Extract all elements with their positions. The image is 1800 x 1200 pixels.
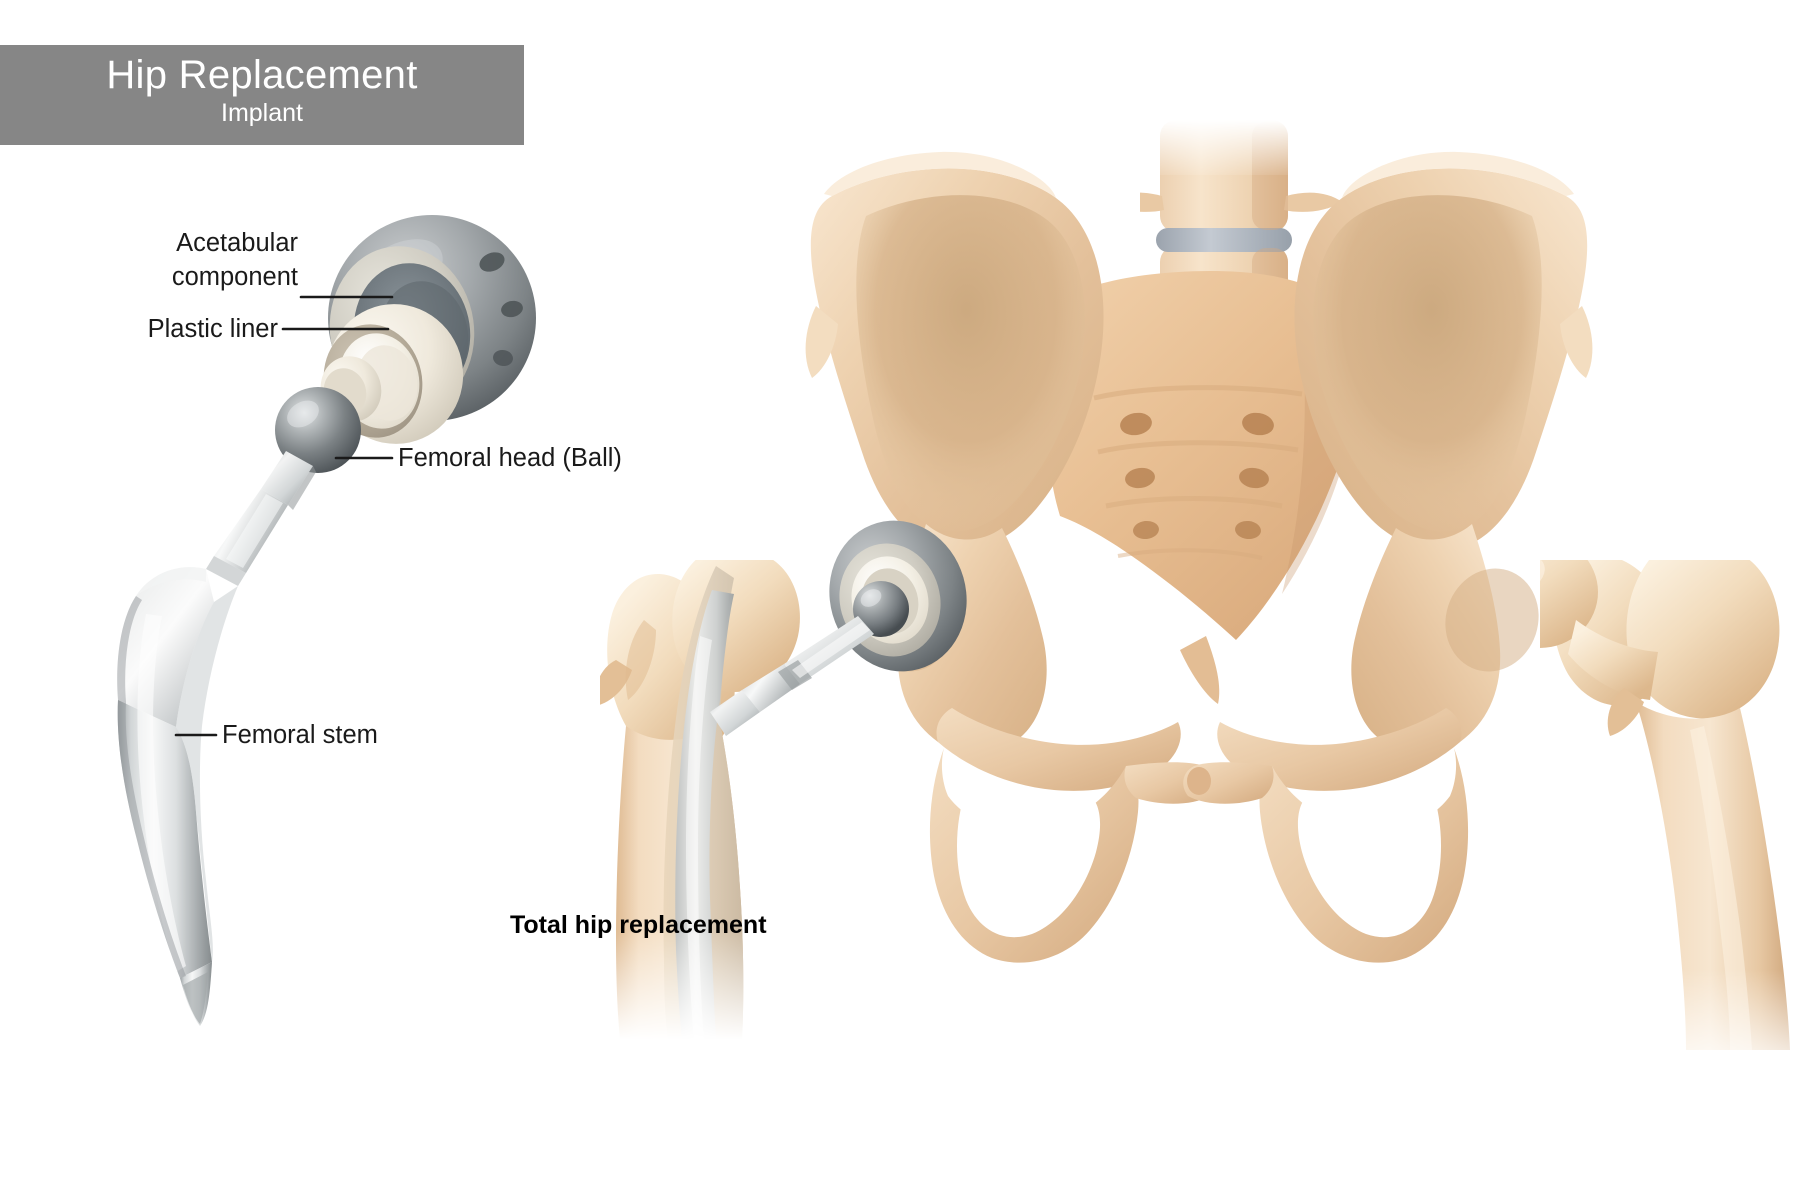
right-femur-graphic (1482, 536, 1790, 1050)
label-femoral-stem: Femoral stem (222, 721, 378, 749)
label-femoral-head: Femoral head (Ball) (398, 444, 622, 472)
right-hip-bone-graphic (1183, 151, 1593, 963)
banner-title: Hip Replacement (106, 53, 418, 97)
caption-total-hip-replacement: Total hip replacement (510, 911, 767, 939)
banner-subtitle: Implant (221, 99, 303, 127)
femoral-head-ball-graphic (275, 387, 361, 473)
label-acetabular-component: Acetabular component (108, 226, 298, 294)
pelvis-anatomy-group (594, 120, 1790, 1050)
plastic-liner-graphic (320, 304, 464, 444)
left-femur-with-implant-graphic (594, 548, 800, 1040)
label-plastic-liner: Plastic liner (147, 315, 278, 343)
label-acetabular-component-line2: component (171, 263, 298, 291)
left-hip-bone-graphic (805, 151, 1215, 963)
pubic-symphysis-graphic (1187, 767, 1211, 795)
leader-lines-group (174, 295, 394, 737)
title-banner: Hip Replacement Implant (0, 45, 524, 145)
sacrum-graphic (1045, 271, 1360, 704)
lumbar-spine-graphic (1106, 120, 1342, 438)
acetabular-component-graphic (328, 215, 536, 421)
label-acetabular-component-line1: Acetabular (176, 229, 298, 257)
implanted-prosthesis-graphic (710, 520, 967, 736)
